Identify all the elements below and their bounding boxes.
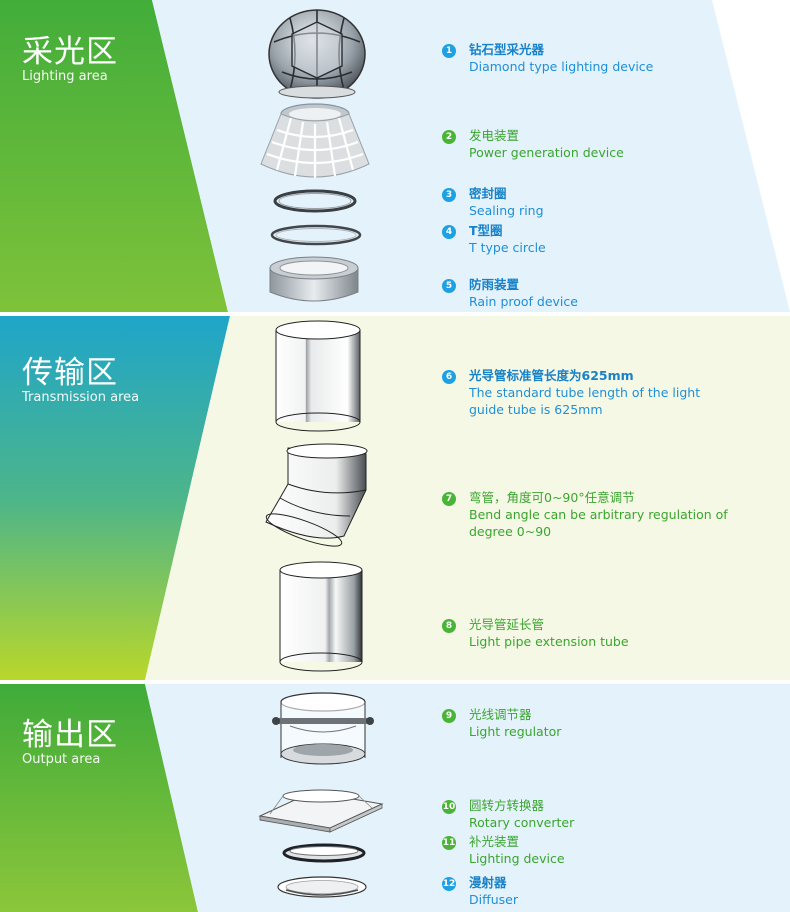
item-label-en: Power generation device	[469, 145, 624, 160]
list-item-1: 1 钻石型采光器 Diamond type lighting device	[442, 42, 742, 76]
t-type-ring-illustration	[270, 224, 362, 246]
item-label-en: Lighting device	[469, 851, 565, 866]
item-label-cn: 漫射器	[469, 875, 507, 890]
list-item-6: 6 光导管标准管长度为625mm The standard tube lengt…	[442, 368, 742, 420]
item-label-en: The standard tube length of the light gu…	[469, 385, 701, 417]
item-label-cn: 发电装置	[469, 128, 520, 143]
light-regulator-illustration	[272, 692, 374, 765]
item-label-en: Diamond type lighting device	[469, 59, 654, 74]
item-label-cn: 光导管延长管	[469, 617, 545, 632]
zone-title-output: 输出区 Output area	[22, 718, 118, 768]
list-item-2: 2 发电装置 Power generation device	[442, 128, 742, 162]
item-number-badge: 8	[442, 619, 456, 633]
item-label-cn: 光线调节器	[469, 707, 532, 722]
list-item-11: 11 补光装置 Lighting device	[442, 834, 742, 868]
item-number-badge: 2	[442, 130, 456, 144]
item-label-en: Bend angle can be arbitrary regulation o…	[469, 507, 728, 539]
rain-proof-illustration	[269, 256, 359, 302]
standard-tube-illustration	[275, 320, 361, 432]
item-label-cn: 圆转方转换器	[469, 798, 545, 813]
item-number-badge: 10	[442, 800, 456, 814]
item-label-cn: T型圈	[469, 223, 503, 238]
power-generation-illustration	[260, 103, 370, 178]
zone-title-en: Transmission area	[22, 390, 140, 405]
item-label-cn: 密封圈	[469, 186, 507, 201]
item-number-badge: 5	[442, 279, 456, 293]
item-label-cn: 补光装置	[469, 834, 520, 849]
item-number-badge: 6	[442, 370, 456, 384]
list-item-8: 8 光导管延长管 Light pipe extension tube	[442, 617, 742, 651]
zone-title-cn: 传输区	[22, 355, 118, 391]
item-label-en: Light regulator	[469, 724, 562, 739]
list-item-10: 10 圆转方转换器 Rotary converter	[442, 798, 742, 832]
rotary-converter-illustration	[258, 789, 384, 833]
list-item-5: 5 防雨装置 Rain proof device	[442, 277, 742, 311]
sealing-ring-illustration	[273, 189, 357, 213]
item-number-badge: 1	[442, 44, 456, 58]
item-label-en: Rotary converter	[469, 815, 575, 830]
item-number-badge: 9	[442, 709, 456, 723]
bend-pipe-illustration	[265, 443, 368, 547]
diffuser-illustration	[277, 876, 367, 898]
list-item-7: 7 弯管，角度可0~90°任意调节 Bend angle can be arbi…	[442, 490, 742, 542]
diamond-dome-illustration	[268, 9, 366, 99]
zone-title-transmission: 传输区 Transmission area	[22, 356, 139, 406]
item-label-cn: 弯管，角度可0~90°任意调节	[469, 490, 635, 505]
list-item-3: 3 密封圈 Sealing ring	[442, 186, 742, 220]
zone-title-lighting: 采光区 Lighting area	[22, 35, 118, 85]
item-number-badge: 11	[442, 836, 456, 850]
item-number-badge: 3	[442, 188, 456, 202]
list-item-12: 12 漫射器 Diffuser	[442, 875, 742, 909]
item-label-en: Rain proof device	[469, 294, 578, 309]
item-number-badge: 12	[442, 877, 456, 891]
item-label-cn: 钻石型采光器	[469, 42, 545, 57]
item-number-badge: 4	[442, 225, 456, 239]
item-label-en: Light pipe extension tube	[469, 634, 629, 649]
extension-tube-illustration	[279, 561, 363, 672]
zone-title-cn: 采光区	[22, 34, 118, 70]
zone-title-cn: 输出区	[22, 717, 118, 753]
list-item-9: 9 光线调节器 Light regulator	[442, 707, 742, 741]
item-label-en: Diffuser	[469, 892, 518, 907]
item-label-en: Sealing ring	[469, 203, 544, 218]
zone-title-en: Lighting area	[22, 69, 108, 84]
item-number-badge: 7	[442, 492, 456, 506]
item-label-cn: 光导管标准管长度为625mm	[469, 368, 634, 383]
list-item-4: 4 T型圈 T type circle	[442, 223, 742, 257]
item-label-en: T type circle	[469, 240, 546, 255]
zone-title-en: Output area	[22, 752, 101, 767]
item-label-cn: 防雨装置	[469, 277, 520, 292]
lighting-device-illustration	[282, 843, 366, 863]
